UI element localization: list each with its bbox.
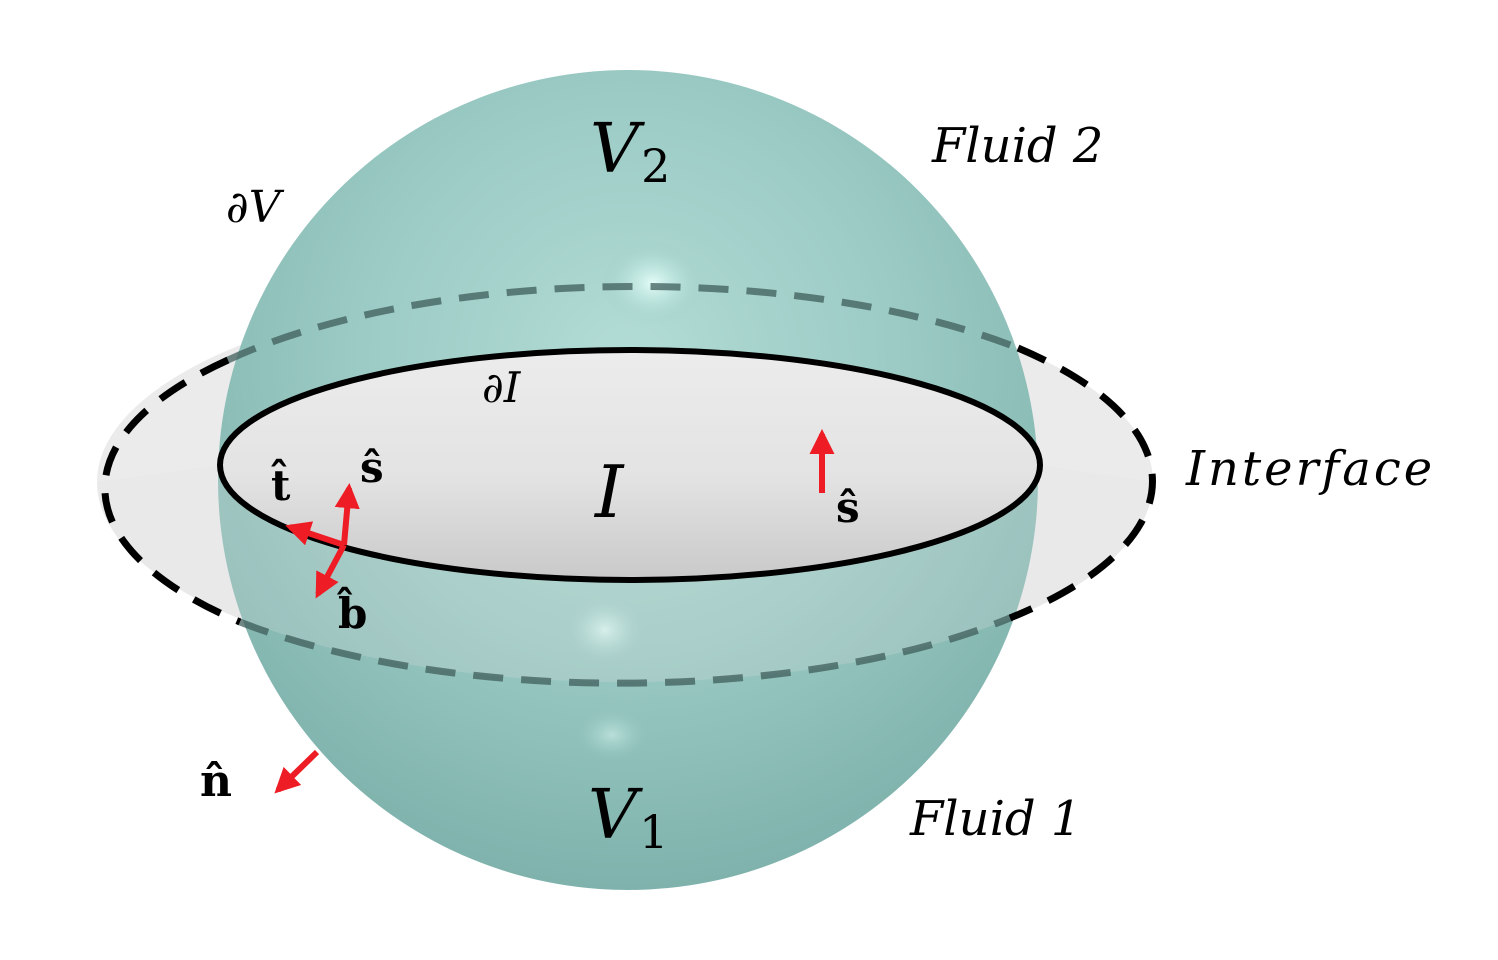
interface-hidden-front [238,614,1012,687]
interface-edge-right [1008,344,1156,622]
binormal-arrow [315,543,347,599]
interface-region [217,347,1043,583]
volume-boundary-label: ∂V [226,182,285,233]
interface-hidden-back [226,282,1020,364]
normal-arrow [274,749,320,794]
fluid-lower-label: Fluid 1 [909,791,1081,847]
conormal-left-label: ŝ [360,443,384,492]
sphere-highlight-bottom [576,709,648,761]
fluid-upper-label: Fluid 2 [931,118,1103,174]
normal-label: n̂ [200,756,232,807]
sphere-highlight-upper [601,241,705,325]
tangent-arrow [285,521,345,548]
conormal-arrow-left [334,482,360,546]
binormal-label: b̂ [336,585,367,638]
interface-name-label: Interface [1185,441,1435,497]
interface-region-label: I [593,450,625,534]
tangent-label: t̂ [270,457,291,510]
conormal-right-label: ŝ [836,483,860,532]
volume-lower-label: V1 [588,776,668,859]
interface-edge-left [101,356,242,626]
sphere-highlight-lower [565,596,645,664]
interface-boundary-label: ∂I [482,363,522,412]
volume-upper-label: V2 [590,110,670,193]
